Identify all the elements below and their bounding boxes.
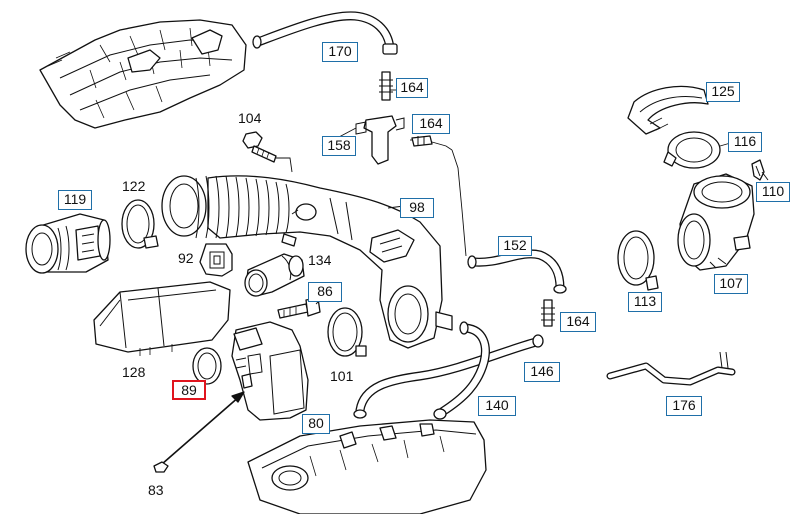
gasket-89-drawing <box>192 347 222 385</box>
label-104: 104 <box>238 110 262 126</box>
resonator-128-drawing <box>93 281 231 356</box>
clamp-116-drawing <box>663 131 721 169</box>
callout-146[interactable]: 146 <box>524 362 560 382</box>
connectors-164-158-drawing <box>355 71 453 165</box>
clip-125-drawing <box>627 85 709 135</box>
callout-140[interactable]: 140 <box>478 396 516 416</box>
label-122: 122 <box>122 178 146 194</box>
part-110-drawing <box>751 159 765 181</box>
callout-116[interactable]: 116 <box>728 132 762 152</box>
callout-164-right[interactable]: 164 <box>560 312 596 332</box>
callout-125[interactable]: 125 <box>706 82 740 102</box>
hose-152-drawing <box>451 149 567 294</box>
callout-86[interactable]: 86 <box>308 282 342 302</box>
label-83: 83 <box>148 482 164 498</box>
callout-164-top[interactable]: 164 <box>396 78 428 98</box>
arrow-83-drawing <box>153 391 245 473</box>
label-134: 134 <box>308 252 332 268</box>
housing-107-drawing <box>677 173 755 271</box>
lower-manifold-drawing <box>247 419 487 514</box>
clamp-101-drawing <box>327 307 367 357</box>
bolt-104-drawing <box>242 131 293 173</box>
callout-89-selected[interactable]: 89 <box>172 380 206 400</box>
hose-170-drawing <box>252 11 398 55</box>
throttle-housing-80-drawing <box>231 321 309 421</box>
intake-duct-98-drawing <box>161 175 453 349</box>
label-92: 92 <box>178 250 194 266</box>
callout-152[interactable]: 152 <box>498 236 532 256</box>
callout-170[interactable]: 170 <box>322 42 358 62</box>
label-128: 128 <box>122 364 146 380</box>
callout-158[interactable]: 158 <box>322 136 356 156</box>
sensor-92-drawing <box>199 243 233 277</box>
callout-164-middle[interactable]: 164 <box>412 114 450 134</box>
callout-113[interactable]: 113 <box>628 292 662 312</box>
tube-176-drawing <box>606 351 736 386</box>
air-mass-sensor-119-drawing <box>25 213 111 274</box>
callout-176[interactable]: 176 <box>666 396 702 416</box>
hose-134-drawing <box>244 253 305 297</box>
clamp-122-drawing <box>121 199 159 249</box>
label-101: 101 <box>330 368 354 384</box>
callout-107[interactable]: 107 <box>714 274 748 294</box>
callout-98[interactable]: 98 <box>400 198 434 218</box>
callout-80[interactable]: 80 <box>302 414 330 434</box>
connector-164-right-drawing <box>541 299 555 327</box>
callout-119[interactable]: 119 <box>58 190 92 210</box>
clamp-113-drawing <box>617 230 659 291</box>
engine-cover-drawing <box>39 19 247 129</box>
bolt-86-drawing <box>277 297 321 319</box>
hose-140-drawing <box>433 321 490 420</box>
hose-146-drawing <box>353 334 544 419</box>
callout-110[interactable]: 110 <box>756 182 790 202</box>
